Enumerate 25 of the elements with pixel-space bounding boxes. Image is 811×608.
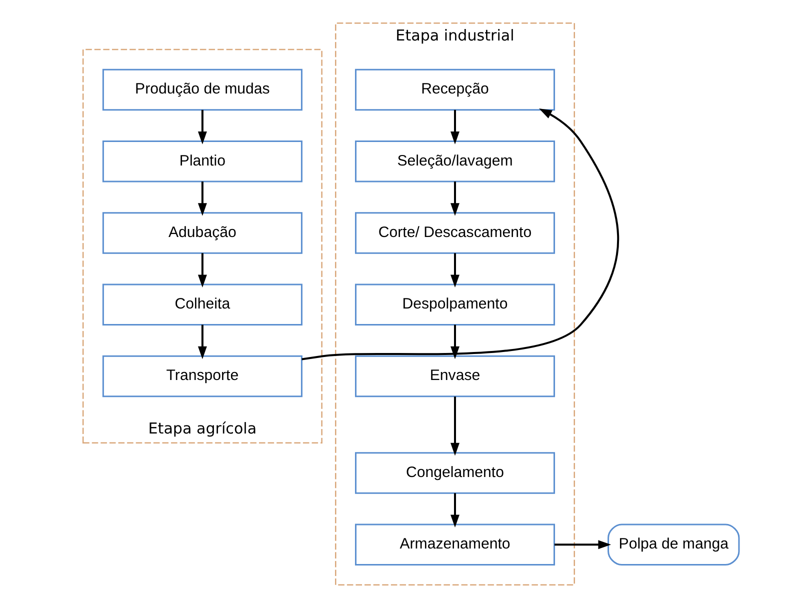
arrow: [197, 182, 206, 216]
node-box: Armazenamento: [354, 524, 555, 566]
arrow: [197, 110, 206, 144]
arrow: [450, 493, 459, 528]
arrow: [197, 324, 206, 360]
arrow: [554, 540, 611, 550]
node-box: Produção de mudas: [102, 68, 302, 111]
node-box: Transporte: [102, 355, 302, 398]
node-box: Despolpamento: [354, 284, 555, 326]
arrow: [197, 253, 206, 288]
node-box: Polpa de manga: [607, 524, 740, 566]
node-box: Congelamento: [354, 452, 555, 494]
node-box: Recepção: [354, 68, 555, 111]
node-box: Colheita: [102, 284, 302, 326]
arrow: [450, 182, 459, 216]
arrow: [450, 110, 459, 144]
arrow: [450, 324, 459, 360]
node-box: Adubação: [102, 212, 302, 254]
arrow: [450, 396, 459, 456]
node-box: Seleção/lavagem: [354, 140, 555, 182]
node-box: Corte/ Descascamento: [354, 212, 555, 254]
node-box: Plantio: [102, 140, 302, 182]
arrow: [301, 108, 619, 360]
arrow: [450, 253, 459, 288]
node-box: Envase: [354, 355, 555, 398]
